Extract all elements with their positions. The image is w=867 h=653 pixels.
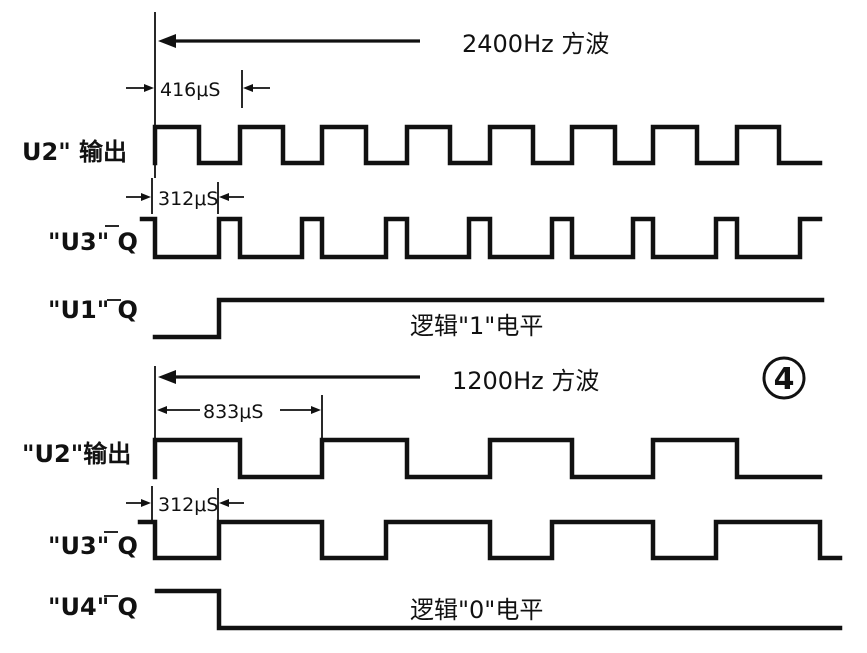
top-period-dim-right-head [243, 84, 253, 92]
top-offset-dim-left-head [141, 193, 151, 201]
top-u2-waveform [152, 124, 823, 166]
bottom-freq-arrow-head [158, 370, 176, 384]
top-signal-u3-label: "U3" Q [48, 228, 138, 256]
top-level-label: 逻辑"1"电平 [410, 312, 543, 340]
bottom-period-label: 833μS [203, 401, 263, 423]
top-period-label: 416μS [160, 79, 220, 101]
bottom-u3-waveform [137, 519, 843, 561]
bottom-u4-waveform [154, 588, 843, 631]
bottom-offset-dim-right-head [219, 499, 229, 507]
bottom-signal-u3-label: "U3" Q [48, 532, 138, 560]
top-u3-waveform [139, 216, 823, 260]
top-period-dim-left-head [144, 84, 154, 92]
top-offset-label: 312μS [158, 188, 218, 210]
top-freq-arrow-head [158, 34, 176, 48]
bottom-signal-u2-label: "U2"输出 [22, 440, 131, 468]
top-offset-dim-right-head [219, 193, 229, 201]
bottom-u2-waveform [152, 437, 823, 480]
bottom-offset-label: 312μS [158, 494, 218, 516]
figure-number: 4 [774, 362, 795, 397]
bottom-offset-dim-left-head [141, 499, 151, 507]
bottom-period-dim-right-head [311, 406, 321, 414]
top-freq-label: 2400Hz 方波 [462, 30, 609, 58]
bottom-period-dim-left-head [157, 406, 167, 414]
figure-number-circle [762, 356, 806, 400]
bottom-signal-u4-label: "U4" Q [48, 593, 138, 621]
bottom-level-label: 逻辑"0"电平 [410, 596, 543, 624]
top-u1-waveform [152, 297, 825, 340]
top-signal-u1-label: "U1" Q [48, 296, 138, 324]
top-signal-u2-label: U2" 输出 [22, 138, 127, 166]
bottom-freq-label: 1200Hz 方波 [452, 367, 599, 395]
